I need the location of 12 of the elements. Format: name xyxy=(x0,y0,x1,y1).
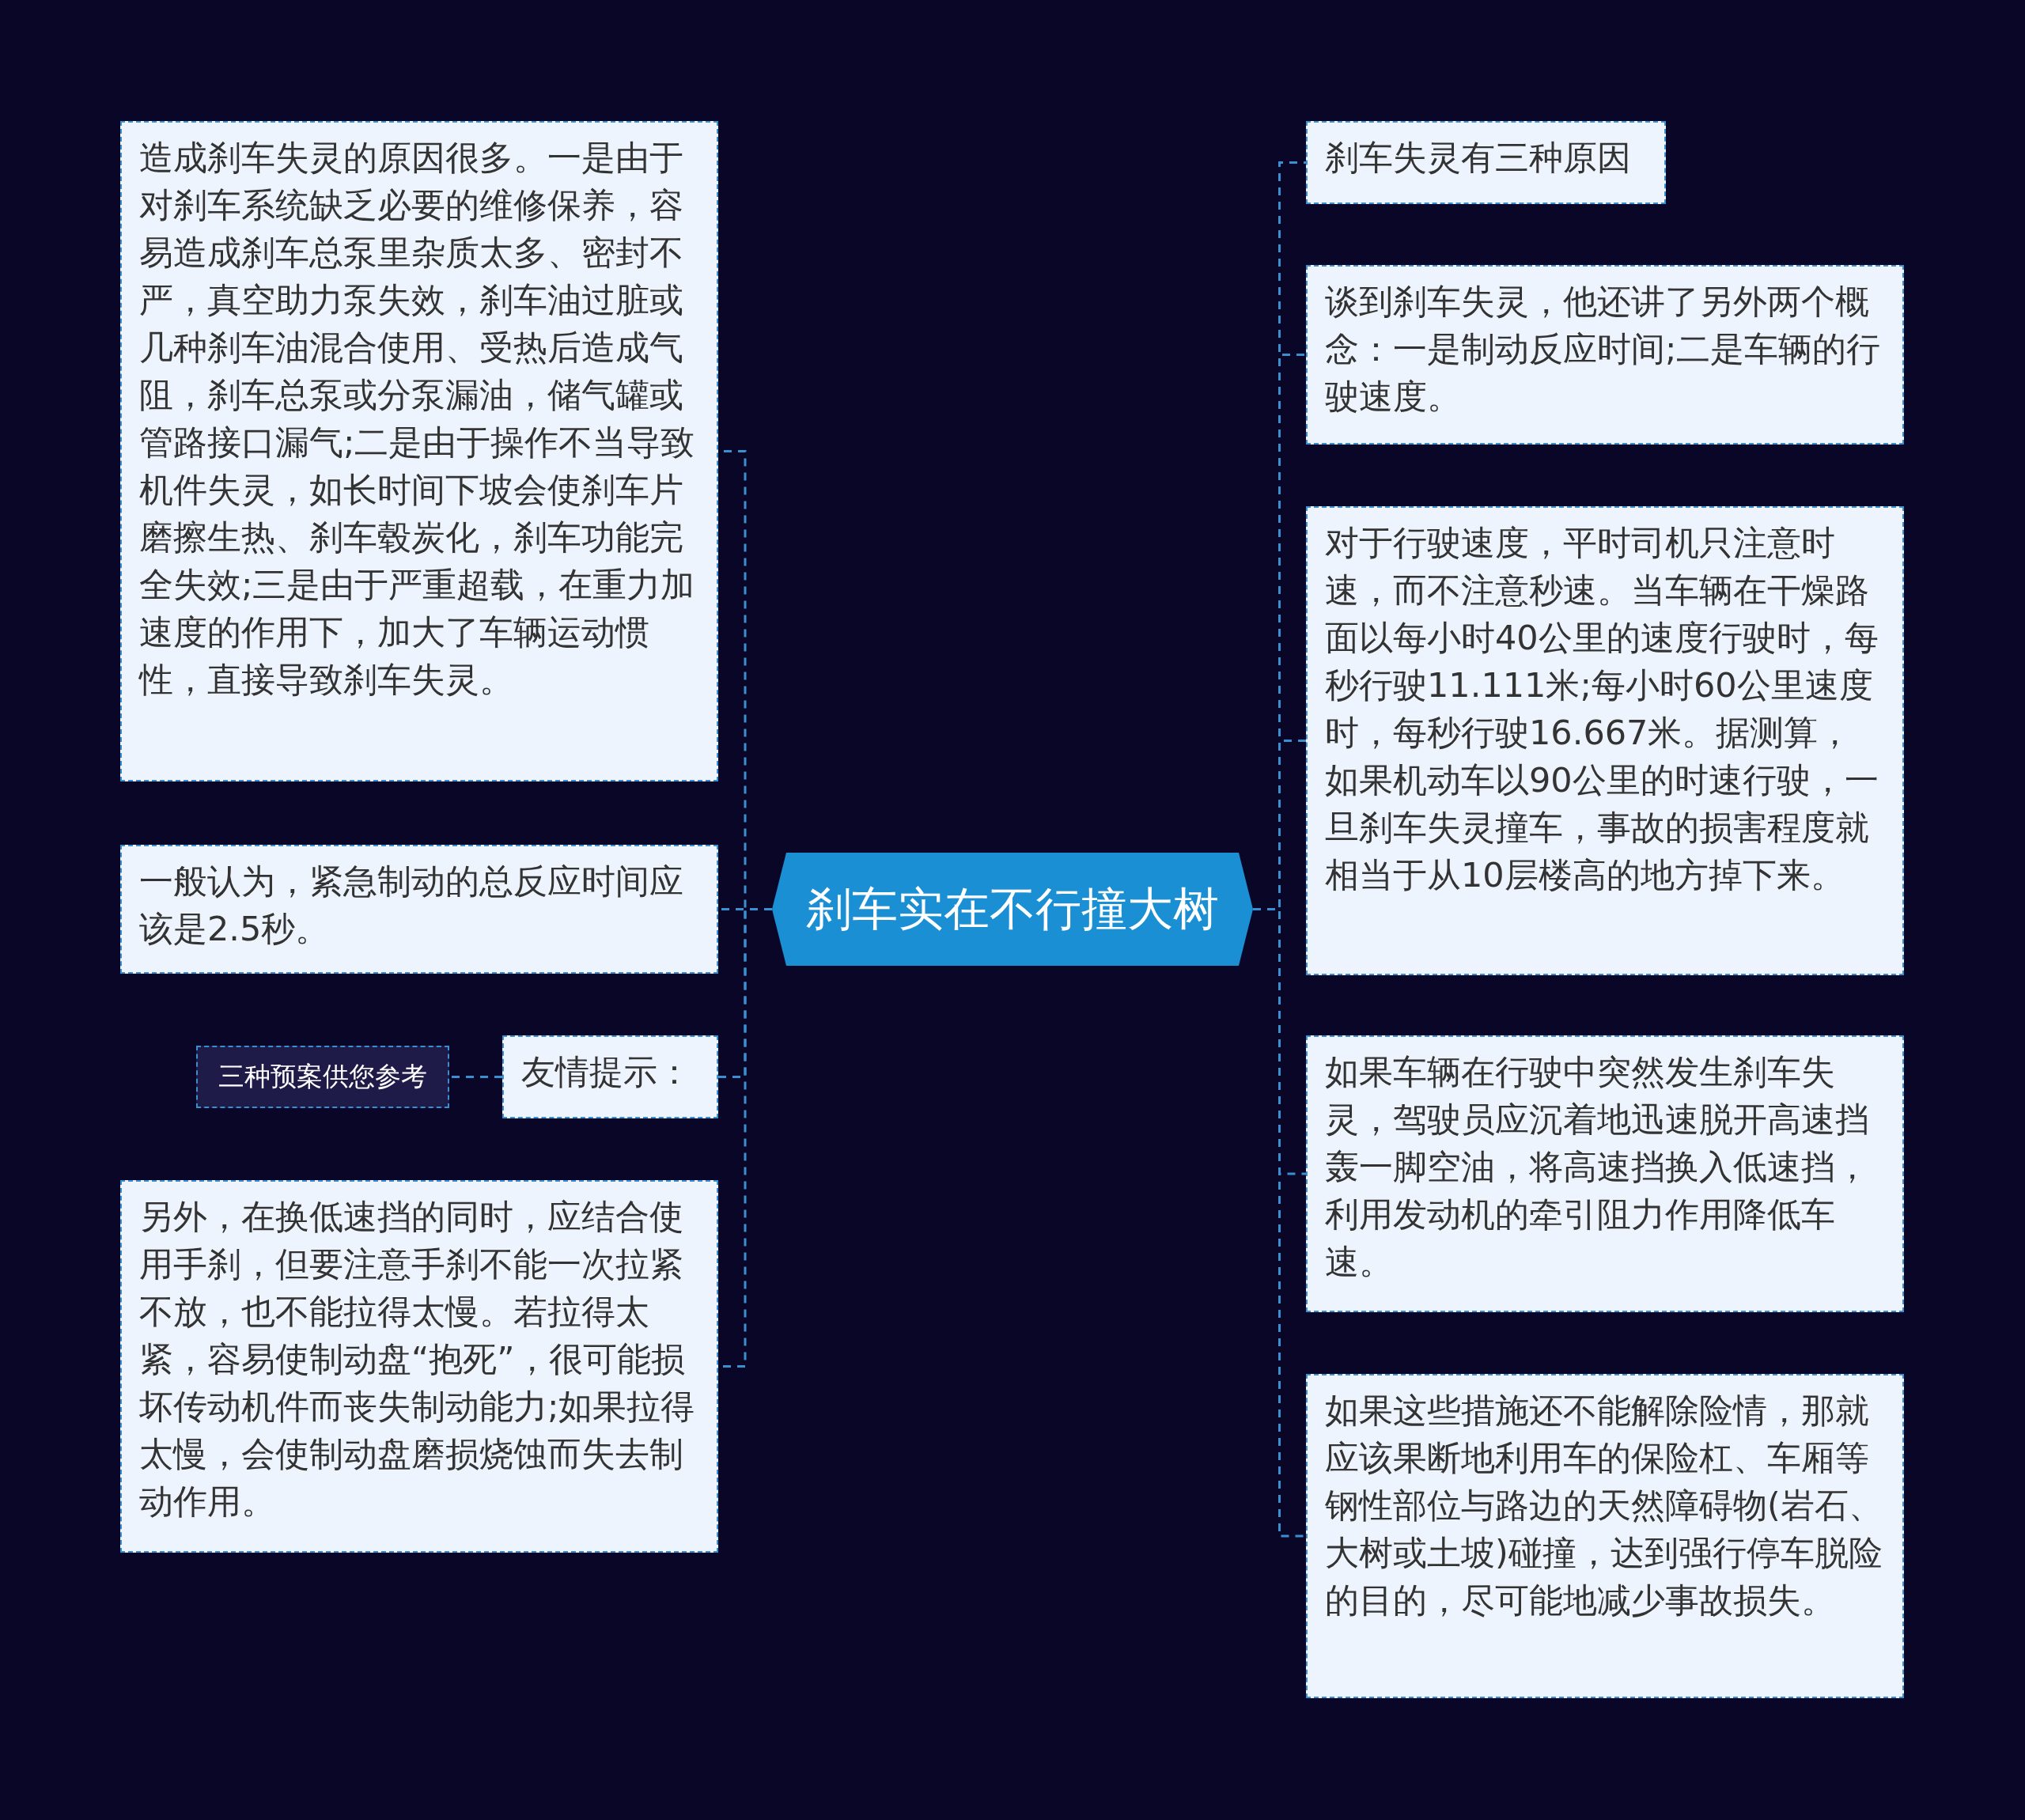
tag-box: 三种预案供您参考 xyxy=(196,1046,449,1108)
text-box: 造成刹车失灵的原因很多。一是由于对刹车系统缺乏必要的维修保养，容易造成刹车总泵里杂质太多、密封不严，真空助力泵失效，刹车油过脏或几种刹车油混合使用、受热后造成气阻，刹车总泵或分泵漏油，储气罐或管路接口漏气;二是由于操作不当导致机件失灵，如长时间下坡会使刹车片磨擦生热、刹车毂炭化，刹车功能完全失效;三是由于严重超载，在重力加速度的作用下，加大了车辆运动惯性，直接导致刹车失灵。 xyxy=(120,121,718,781)
text-box: 对于行驶速度，平时司机只注意时速，而不注意秒速。当车辆在干燥路面以每小时40公里的速度行驶时，每秒行驶11.111米;每小时60公里速度时，每秒行驶16.667米。据测算，如果机动车以90公里的时速行驶，一旦刹车失灵撞车，事故的损害程度就相当于从10层楼高的地方掉下来。 xyxy=(1306,506,1904,975)
text-box: 如果车辆在行驶中突然发生刹车失灵，驾驶员应沉着地迅速脱开高速挡轰一脚空油，将高速挡换入低速挡，利用发动机的牵引阻力作用降低车速。 xyxy=(1306,1035,1904,1312)
text-box: 友情提示： xyxy=(502,1035,718,1118)
text-box: 另外，在换低速挡的同时，应结合使用手刹，但要注意手刹不能一次拉紧不放，也不能拉得太慢。若拉得太紧，容易使制动盘“抱死”，很可能损坏传动机件而丧失制动能力;如果拉得太慢，会使制动盘磨损烧蚀而失去制动作用。 xyxy=(120,1180,718,1553)
text-box: 一般认为，紧急制动的总反应时间应该是2.5秒。 xyxy=(120,845,718,974)
central-topic-hexagon: 刹车实在不行撞大树 xyxy=(772,853,1253,966)
text-box: 谈到刹车失灵，他还讲了另外两个概念：一是制动反应时间;二是车辆的行驶速度。 xyxy=(1306,265,1904,445)
text-box: 刹车失灵有三种原因 xyxy=(1306,121,1666,204)
connector-line xyxy=(449,1076,502,1078)
text-box: 如果这些措施还不能解除险情，那就应该果断地利用车的保险杠、车厢等钢性部位与路边的天然障碍物(岩石、大树或土坡)碰撞，达到强行停车脱险的目的，尽可能地减少事故损失。 xyxy=(1306,1374,1904,1698)
